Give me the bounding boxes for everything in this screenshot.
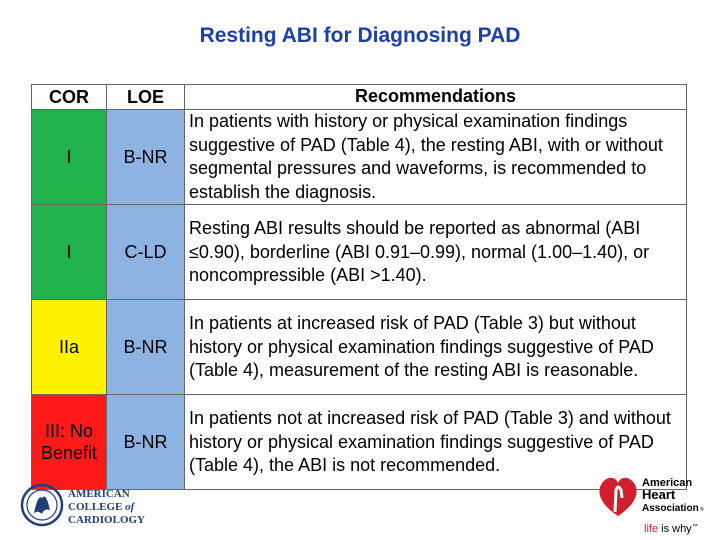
svg-text:®: ® xyxy=(700,506,704,513)
table-row: IIa B-NR In patients at increased risk o… xyxy=(31,299,687,396)
table-row: I C-LD Resting ABI results should be rep… xyxy=(31,204,687,301)
svg-text:Association: Association xyxy=(642,503,699,514)
header-cor: COR xyxy=(31,84,107,110)
svg-text:Heart: Heart xyxy=(642,487,676,502)
header-loe: LOE xyxy=(106,84,185,110)
cor-cell: I xyxy=(31,108,107,206)
table-row: III: No Benefit B-NR In patients not at … xyxy=(31,394,687,491)
recommendation-cell: In patients with history or physical exa… xyxy=(184,108,687,206)
table-row: I B-NR In patients with history or physi… xyxy=(31,108,687,206)
recommendations-table: COR LOE Recommendations I B-NR In patien… xyxy=(31,84,687,491)
svg-text:life is why™: life is why™ xyxy=(644,523,698,535)
svg-text:CARDIOLOGY: CARDIOLOGY xyxy=(68,514,145,526)
aha-logo: American Heart Association ® life is why… xyxy=(599,477,704,535)
svg-text:American: American xyxy=(642,477,692,489)
slide-title: Resting ABI for Diagnosing PAD xyxy=(199,24,521,47)
loe-cell: B-NR xyxy=(106,299,185,396)
cor-cell: I xyxy=(31,204,107,301)
loe-cell: B-NR xyxy=(106,108,185,206)
cor-line: III: No xyxy=(44,421,93,442)
acc-logo: AMERICAN COLLEGE of CARDIOLOGY xyxy=(20,483,145,527)
recommendation-cell: In patients at increased risk of PAD (Ta… xyxy=(184,299,687,396)
svg-text:AMERICAN: AMERICAN xyxy=(68,488,130,500)
table-header-row: COR LOE Recommendations xyxy=(31,84,687,110)
header-recommendations: Recommendations xyxy=(184,84,687,110)
loe-cell: C-LD xyxy=(106,204,185,301)
recommendation-cell: In patients not at increased risk of PAD… xyxy=(184,394,687,491)
loe-cell: B-NR xyxy=(106,394,185,491)
svg-text:COLLEGE of: COLLEGE of xyxy=(68,501,136,513)
cor-line: Benefit xyxy=(40,443,98,464)
recommendation-cell: Resting ABI results should be reported a… xyxy=(184,204,687,301)
cor-cell: III: No Benefit xyxy=(31,394,107,491)
cor-cell: IIa xyxy=(31,299,107,396)
